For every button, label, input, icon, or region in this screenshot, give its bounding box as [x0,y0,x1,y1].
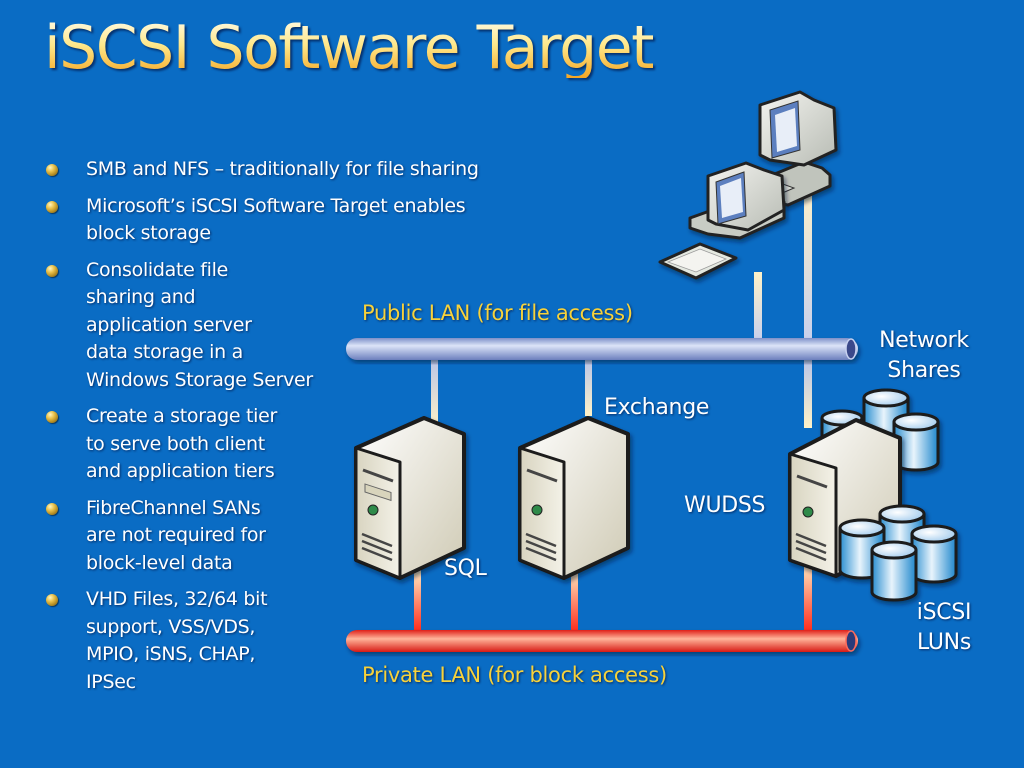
bullet-text: FibreChannel SANs are not required for b… [86,496,266,574]
disk-icon [892,412,940,472]
bullet-text: SMB and NFS – traditionally for file sha… [86,158,479,180]
private-lan-pipe [346,630,858,652]
workstation-icon [658,161,786,280]
disk-icon [910,524,958,584]
network-shares-label: Network Shares [879,328,969,383]
private-link-line [414,568,421,632]
slide-title: iSCSI Software Target [44,13,655,83]
client-link-line [804,178,812,340]
exchange-label: Exchange [604,395,710,420]
bullet-item: Microsoft’s iSCSI Software Target enable… [44,193,479,248]
public-link-line [585,358,592,416]
bullet-icon [46,594,58,606]
bullet-text: Consolidate file sharing and application… [86,258,313,391]
public-link-line [431,358,438,428]
bullet-icon [46,411,58,423]
bullet-icon [46,264,58,277]
iscsi-luns-label: iSCSI LUNs [916,600,972,655]
private-link-line [571,568,578,632]
bullet-icon [46,164,58,176]
wudss-label: WUDSS [684,493,766,518]
client-link-line [754,272,762,340]
public-lan-pipe [346,338,858,360]
public-link-line [804,358,812,428]
bullet-text: Create a storage tier to serve both clie… [86,405,278,482]
iscsi-luns-disks-icon [838,504,958,602]
bullet-icon [46,200,58,213]
bullet-item: VHD Files, 32/64 bit support, VSS/VDS, M… [44,586,479,696]
bullet-icon [46,502,58,515]
bullet-text: Microsoft’s iSCSI Software Target enable… [86,194,466,245]
private-link-line [804,560,812,632]
bullet-item: Consolidate file sharing and application… [44,257,479,395]
bullet-text: VHD Files, 32/64 bit support, VSS/VDS, M… [86,588,268,693]
bullet-item: FibreChannel SANs are not required for b… [44,495,479,578]
bullet-list: SMB and NFS – traditionally for file sha… [44,156,479,705]
exchange-server-icon [518,416,630,580]
private-lan-label: Private LAN (for block access) [362,663,667,687]
bullet-item: Create a storage tier to serve both clie… [44,403,479,486]
bullet-item: SMB and NFS – traditionally for file sha… [44,156,479,184]
sql-label: SQL [444,556,487,581]
public-lan-label: Public LAN (for file access) [362,301,633,325]
disk-icon [870,540,918,602]
sql-server-icon [354,416,466,580]
